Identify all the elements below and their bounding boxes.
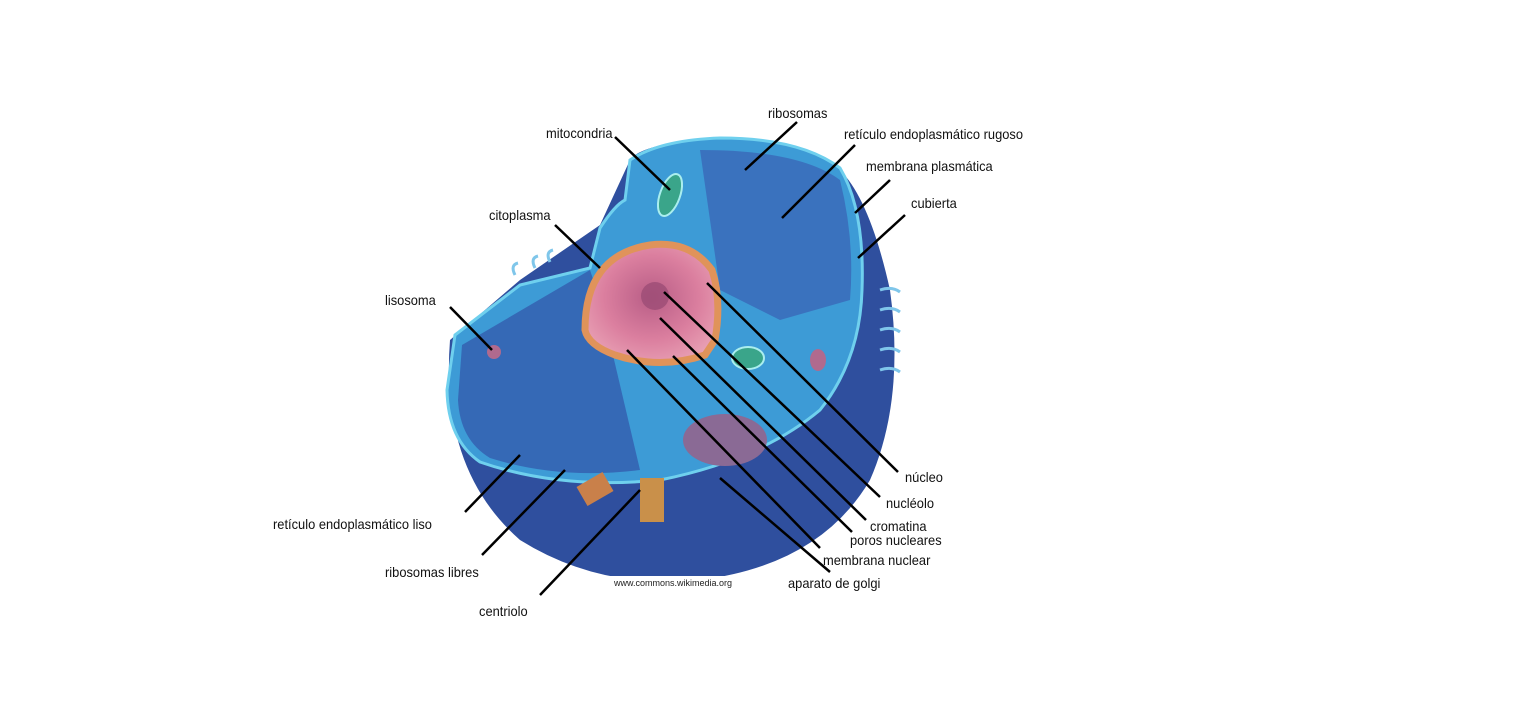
label-nucleo: núcleo (905, 469, 943, 485)
leader-line-ribosomas (744, 121, 798, 171)
leader-line-membrana-plasmatica (854, 179, 891, 214)
label-ribosomas: ribosomas (768, 105, 828, 121)
label-ribosomas-libres: ribosomas libres (385, 564, 479, 580)
nucleolus (641, 282, 669, 310)
label-aparato-golgi: aparato de golgi (788, 575, 881, 591)
leader-line-nucleo (706, 282, 899, 473)
centriole (576, 471, 614, 507)
label-centriolo: centriolo (479, 603, 528, 619)
lysosome (810, 349, 826, 371)
centriole (640, 478, 664, 522)
leader-line-ribosomas-libres (481, 469, 566, 556)
label-rel: retículo endoplasmático liso (273, 516, 432, 532)
label-poros-nucleares: poros nucleares (850, 532, 942, 548)
leader-line-poros-nucleares (672, 355, 853, 533)
leader-line-cromatina (659, 317, 867, 521)
label-cromatina: cromatina (870, 518, 927, 534)
label-cubierta: cubierta (911, 195, 957, 211)
label-nucleolo: nucléolo (886, 495, 934, 511)
label-citoplasma: citoplasma (489, 207, 551, 223)
label-membrana-nuclear: membrana nuclear (823, 552, 931, 568)
watermark: www.commons.wikimedia.org (608, 576, 742, 591)
leader-line-citoplasma (554, 224, 601, 269)
leader-line-mitocondria (614, 136, 671, 191)
er-cut-face (700, 150, 852, 320)
leader-line-lisosoma (449, 306, 493, 351)
leader-line-nucleolo (663, 291, 881, 498)
label-mitocondria: mitocondria (546, 125, 613, 141)
label-lisosoma: lisosoma (385, 292, 436, 308)
mitochondrion (731, 346, 765, 370)
leader-line-rer (781, 144, 856, 219)
leader-line-rel (464, 454, 521, 513)
label-membrana-plasmatica: membrana plasmática (866, 158, 993, 174)
label-rer: retículo endoplasmático rugoso (844, 126, 1023, 142)
leader-line-aparato-golgi (719, 477, 831, 573)
leader-lines (449, 121, 906, 596)
microvilli (511, 248, 901, 374)
leader-line-cubierta (857, 214, 906, 259)
leader-line-membrana-nuclear (626, 349, 821, 549)
leader-line-centriolo (539, 489, 641, 596)
